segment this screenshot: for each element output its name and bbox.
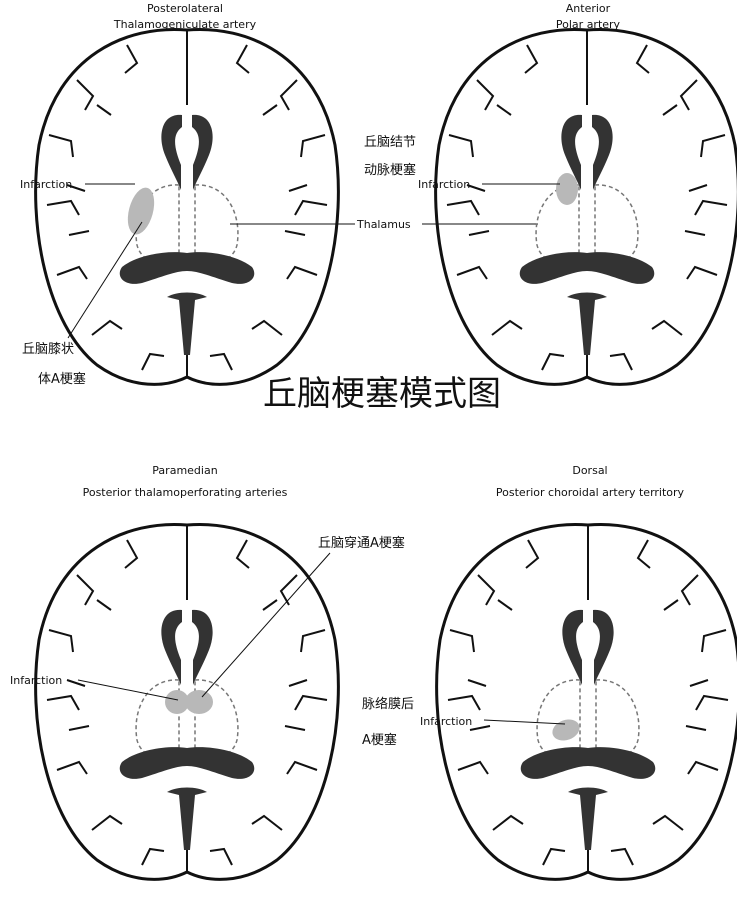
infarct-region-paramedian [165, 690, 189, 714]
brain-axial-dorsal [435, 522, 737, 881]
heading-paramedian-line1: Paramedian [152, 464, 217, 477]
panel-paramedian: Paramedian Posterior thalamoperforating … [10, 464, 405, 881]
heading-paramedian-line2: Posterior thalamoperforating arteries [83, 486, 288, 499]
heading-anterior-line2: Polar artery [556, 18, 621, 31]
heading-posterolateral-line2: Thalamogeniculate artery [113, 18, 257, 31]
infarction-label-paramedian: Infarction [10, 674, 62, 687]
heading-dorsal-line1: Dorsal [572, 464, 607, 477]
infarct-region-dorsal [552, 719, 580, 741]
zh-label-posterolateral-line2: 体A梗塞 [38, 371, 86, 387]
brain-axial-anterior [434, 27, 737, 386]
zh-label-anterior-line1: 丘脑结节 [364, 135, 416, 150]
panel-anterior: Anterior Polar artery 丘脑结节 动脉梗塞 Infarcti… [364, 2, 737, 386]
zh-label-posterolateral-line1: 丘脑膝状 [22, 342, 74, 357]
brain-axial-posterolateral [34, 27, 340, 386]
panel-dorsal: Dorsal Posterior choroidal artery territ… [362, 464, 737, 881]
infarction-label-dorsal: Infarction [420, 715, 472, 728]
zh-label-anterior-line2: 动脉梗塞 [364, 162, 416, 178]
infarct-region-anterior [556, 173, 578, 205]
infarction-label-posterolateral: Infarction [20, 178, 72, 191]
infarction-label-anterior: Infarction [418, 178, 470, 191]
zh-label-dorsal-line1: 脉络膜后 [362, 696, 414, 712]
thalamus-label: Thalamus [356, 218, 411, 231]
diagram-title: 丘脑梗塞模式图 [263, 374, 501, 414]
zh-label-dorsal-line2: A梗塞 [362, 732, 397, 748]
infarct-region-posterolateral [127, 187, 155, 235]
brain-axial-paramedian [34, 522, 340, 881]
panel-posterolateral: Posterolateral Thalamogeniculate artery … [20, 2, 538, 387]
heading-anterior-line1: Anterior [566, 2, 611, 15]
zh-label-paramedian: 丘脑穿通A梗塞 [318, 535, 405, 551]
heading-posterolateral-line1: Posterolateral [147, 2, 223, 15]
heading-dorsal-line2: Posterior choroidal artery territory [496, 486, 685, 499]
